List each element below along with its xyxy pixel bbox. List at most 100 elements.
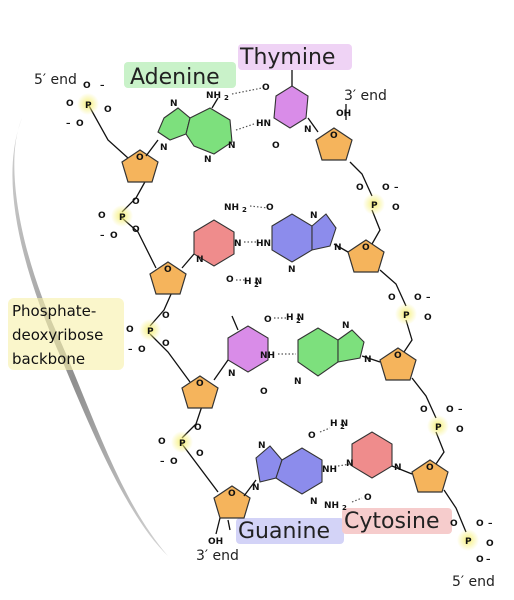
svg-text:N: N (228, 369, 236, 379)
svg-text:N: N (252, 483, 260, 493)
svg-text:P: P (179, 439, 186, 449)
svg-text:NH: NH (324, 501, 339, 511)
svg-text:O: O (392, 203, 400, 213)
guanine-base-4: N N O NH NH 2 N (243, 431, 347, 512)
svg-text:P: P (403, 311, 410, 321)
svg-text:O: O (382, 183, 390, 193)
svg-text:N: N (346, 459, 354, 469)
svg-text:N: N (258, 441, 266, 451)
svg-text:HN: HN (256, 119, 271, 129)
cytosine-base-2: NH 2 N O N (181, 203, 247, 285)
svg-text:NH: NH (206, 91, 221, 101)
backbone-label-line1: Phosphate- (12, 302, 96, 320)
svg-text:–: – (160, 457, 165, 467)
svg-text:O: O (330, 131, 338, 141)
svg-text:–: – (128, 345, 133, 355)
svg-text:O: O (260, 387, 268, 397)
svg-text:NH: NH (322, 465, 337, 475)
three-prime-end-label-bottom: 3′ end (196, 548, 239, 564)
svg-text:O: O (356, 183, 364, 193)
svg-text:N: N (288, 265, 296, 275)
svg-text:N: N (228, 141, 236, 151)
svg-text:2: 2 (296, 317, 301, 325)
svg-text:2: 2 (342, 504, 347, 512)
svg-text:N: N (204, 155, 212, 165)
svg-text:N: N (310, 211, 318, 221)
oh-right-top: OH (336, 109, 351, 119)
svg-text:O: O (486, 539, 494, 549)
adenine-label: Adenine (130, 65, 220, 90)
svg-text:HN: HN (256, 239, 271, 249)
svg-text:O: O (104, 105, 112, 115)
svg-text:O: O (158, 437, 166, 447)
phosphate-right-3: P O O – O (420, 405, 464, 437)
svg-text:O: O (362, 243, 370, 253)
phosphate-left-1: P O O – – O O (66, 81, 112, 129)
svg-text:N: N (310, 497, 318, 507)
backbone-label-line2: deoxyribose (12, 326, 103, 344)
svg-text:O: O (446, 405, 454, 415)
svg-text:P: P (85, 101, 92, 111)
svg-text:O: O (194, 423, 202, 433)
hbond-at-2 (235, 123, 255, 131)
svg-text:–: – (100, 231, 105, 241)
sugar-left-3: O (181, 375, 219, 409)
svg-text:P: P (465, 537, 472, 547)
svg-text:NH: NH (224, 203, 239, 213)
svg-text:O: O (364, 493, 372, 503)
five-prime-end-label-bottom: 5′ end (452, 574, 495, 590)
sugar-right-3: O (379, 347, 417, 381)
sugar-left-1: O (121, 149, 159, 183)
svg-text:–: – (100, 81, 105, 91)
svg-text:OH: OH (208, 537, 223, 547)
svg-text:O: O (164, 265, 172, 275)
adenine-base-top: N N N N NH 2 (145, 91, 236, 165)
phosphate-left-4: P O O – O O (158, 423, 204, 467)
svg-text:O: O (138, 345, 146, 355)
hbond-gc-3 (351, 497, 363, 503)
svg-text:H N: H N (330, 419, 348, 429)
svg-text:O: O (426, 463, 434, 473)
svg-text:O: O (476, 519, 484, 529)
phosphate-left-3: P O O – O O (126, 311, 170, 355)
svg-text:O: O (136, 153, 144, 163)
svg-text:O: O (476, 555, 484, 565)
adenine-label-highlight (124, 62, 236, 88)
svg-text:P: P (147, 327, 154, 337)
svg-text:–: – (486, 555, 491, 565)
hbond-gc-1 (319, 427, 331, 433)
svg-text:O: O (266, 203, 274, 213)
svg-text:O: O (162, 339, 170, 349)
svg-text:O: O (394, 351, 402, 361)
svg-text:N: N (334, 243, 342, 253)
svg-text:O: O (456, 425, 464, 435)
thymine-label-highlight (238, 44, 352, 70)
three-prime-end-label-top: 3′ end (344, 88, 387, 104)
svg-text:N: N (304, 125, 312, 135)
svg-text:–: – (488, 519, 493, 529)
svg-text:O: O (66, 99, 74, 109)
svg-text:N: N (364, 355, 372, 365)
svg-text:N: N (196, 255, 204, 265)
svg-text:2: 2 (224, 94, 229, 102)
svg-text:2: 2 (242, 206, 247, 214)
svg-text:–: – (458, 405, 463, 415)
phosphate-left-2: P O O – O O (98, 197, 140, 241)
five-prime-end-label-top: 5′ end (34, 72, 77, 88)
svg-text:O: O (162, 311, 170, 321)
svg-text:N: N (160, 143, 168, 153)
svg-text:O: O (196, 379, 204, 389)
svg-text:–: – (426, 293, 431, 303)
svg-text:O: O (308, 431, 316, 441)
svg-text:N: N (342, 321, 350, 331)
svg-text:P: P (435, 423, 442, 433)
cytosine-label-highlight (342, 508, 452, 534)
svg-text:O: O (450, 519, 458, 529)
svg-text:O: O (126, 325, 134, 335)
svg-text:H N: H N (244, 277, 262, 287)
svg-text:O: O (76, 119, 84, 129)
phosphate-right-2: P O O – O (388, 293, 432, 325)
svg-text:O: O (424, 313, 432, 323)
svg-text:O: O (272, 141, 280, 151)
svg-text:O: O (228, 489, 236, 499)
